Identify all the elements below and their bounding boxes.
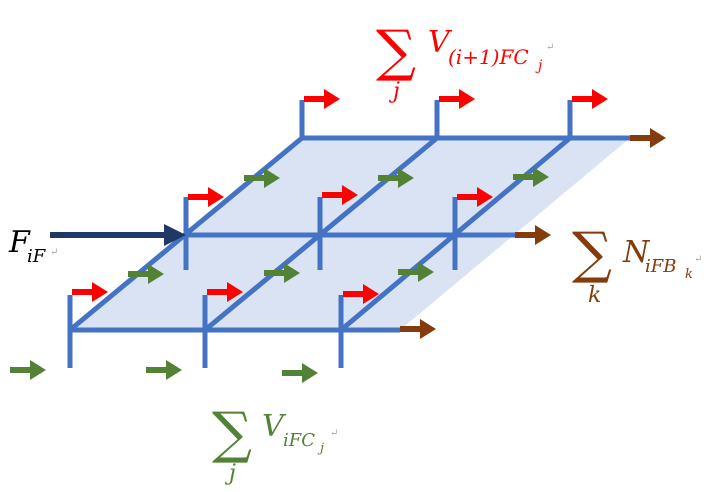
arrow-right-icon: [457, 187, 493, 207]
bottom-sum-subscript: iFC: [283, 430, 315, 451]
top-sum-return-mark: ↵: [546, 42, 554, 53]
right-sum-subscript: iFB: [645, 256, 676, 277]
arrow-right-icon: [128, 264, 164, 284]
right-sum-term: N: [622, 235, 651, 270]
arrow-right-icon: [400, 319, 436, 339]
arrow-right-icon: [244, 168, 280, 188]
green-arrows: [10, 167, 549, 383]
grid-lines: [67, 100, 630, 368]
arrow-right-icon: [304, 89, 340, 109]
right-sum-sigma: ∑: [572, 221, 612, 286]
brown-arrows: [400, 128, 666, 339]
bottom-sum-return-mark: ↵: [330, 428, 338, 439]
arrow-right-icon: [207, 282, 243, 302]
arrow-right-icon: [264, 263, 300, 283]
arrow-right-icon: [322, 185, 358, 205]
input-arrow-shaft: [50, 232, 168, 238]
arrow-right-icon: [439, 89, 475, 109]
arrow-right-icon: [572, 89, 608, 109]
left-input-return-mark: ↵: [50, 247, 58, 258]
arrow-right-icon: [188, 187, 224, 207]
input-arrow: [50, 224, 186, 246]
red-arrows: [72, 89, 608, 304]
right-sum-label: ∑ k N iFB k ↵: [572, 221, 702, 308]
top-sum-label: ∑ j V (i+1)FC j ↵: [376, 19, 554, 104]
arrow-right-icon: [398, 262, 434, 282]
arrow-right-icon: [282, 363, 318, 383]
arrow-right-icon: [72, 282, 108, 302]
arrow-right-icon: [146, 360, 182, 380]
top-sum-sigma: ∑: [376, 19, 416, 84]
top-sum-subscript: (i+1)FC: [448, 45, 529, 69]
bottom-sum-subsubscript: j: [317, 441, 324, 456]
arrow-right-icon: [515, 225, 551, 245]
arrow-right-icon: [10, 360, 46, 380]
bottom-sum-label: ∑ j V iFC j ↵: [212, 401, 338, 486]
arrow-right-icon: [630, 128, 666, 148]
arrow-right-icon: [343, 284, 379, 304]
left-input-term: F: [8, 225, 31, 260]
top-sum-subsubscript: j: [535, 58, 543, 74]
right-sum-return-mark: ↵: [694, 254, 702, 265]
bottom-sum-sigma: ∑: [212, 401, 252, 466]
left-input-subscript: iF: [27, 246, 47, 267]
right-sum-index: k: [588, 283, 601, 308]
arrow-right-icon: [164, 224, 186, 246]
arrow-right-icon: [513, 167, 549, 187]
top-sum-term: V: [428, 25, 453, 60]
right-sum-subsubscript: k: [685, 267, 693, 282]
bottom-sum-term: V: [262, 409, 287, 444]
left-input-label: F iF ↵: [8, 225, 58, 267]
arrow-right-icon: [378, 168, 414, 188]
